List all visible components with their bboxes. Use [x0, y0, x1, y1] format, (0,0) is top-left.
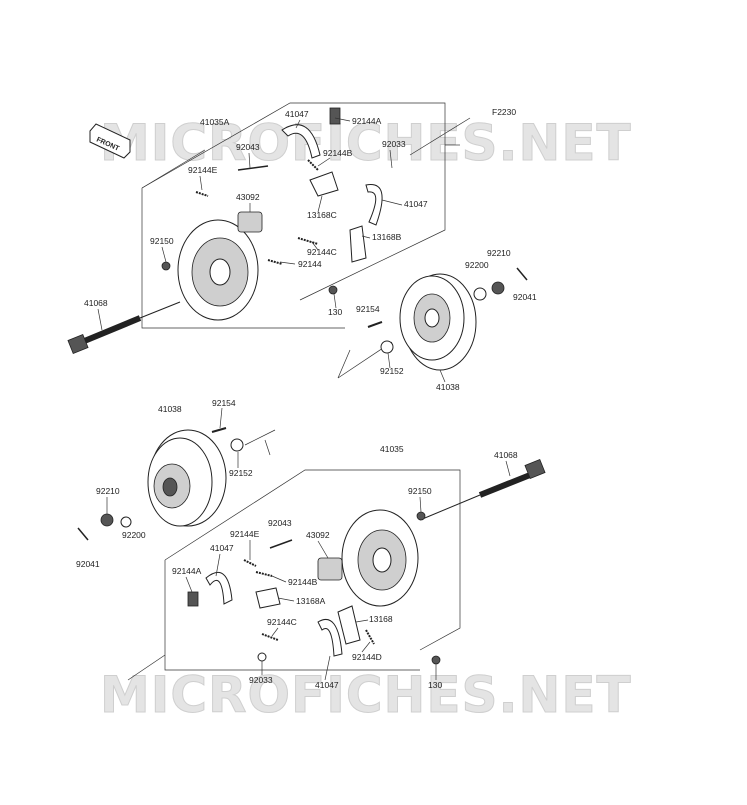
callout: 92150 [150, 236, 174, 246]
brake-lever [309, 171, 339, 197]
bolt [187, 591, 199, 607]
callout: 92144A [172, 566, 202, 576]
pin [269, 539, 293, 549]
axle-shaft [67, 301, 181, 355]
spring [243, 559, 257, 567]
callout: 92144 [298, 259, 322, 269]
callout: 92144D [352, 652, 382, 662]
callout: 41038 [436, 382, 460, 392]
callout: 92041 [513, 292, 537, 302]
bolt [211, 427, 227, 433]
axle-shaft [419, 458, 546, 521]
callout: 130 [428, 680, 442, 690]
pin [237, 165, 269, 171]
wheel-cylinder [317, 557, 343, 581]
figure-code: F2230 [492, 107, 516, 117]
bolt [416, 511, 426, 521]
callout: 41047 [285, 109, 309, 119]
brake-shoe [205, 572, 233, 605]
callout: 92033 [382, 139, 406, 149]
bolt [161, 261, 171, 271]
bolt [367, 321, 383, 328]
callout: 92144C [267, 617, 297, 627]
callout: 43092 [306, 530, 330, 540]
callout: 41035A [200, 117, 230, 127]
callout: 41035 [380, 444, 404, 454]
backing-plate [177, 219, 259, 321]
brake-lever [349, 225, 367, 263]
brake-lever [337, 605, 361, 645]
brake-shoe [365, 184, 383, 226]
callout: 92033 [249, 675, 273, 685]
callout: 92144E [230, 529, 260, 539]
callout: 41047 [404, 199, 428, 209]
callout: 13168B [372, 232, 402, 242]
cotter-pin [516, 267, 528, 281]
callout: 92144E [188, 165, 218, 175]
brake-drum [147, 429, 276, 527]
callouts-upper: 41035A 41047 92144A 92043 92144E 92144B … [84, 109, 537, 392]
nut [100, 513, 114, 527]
callout: 41068 [84, 298, 108, 308]
callout: 92200 [122, 530, 146, 540]
backing-plate [341, 509, 419, 607]
callout: 92210 [96, 486, 120, 496]
callout: 41038 [158, 404, 182, 414]
callout: 43092 [236, 192, 260, 202]
callout: 130 [328, 307, 342, 317]
callout: 92210 [487, 248, 511, 258]
callout: 92041 [76, 559, 100, 569]
callout: 92154 [212, 398, 236, 408]
spring [307, 159, 319, 171]
callouts-lower: 41038 92154 92152 41035 41068 92210 9220… [76, 398, 518, 690]
seal [380, 340, 394, 354]
upper-assembly [67, 102, 528, 379]
callout: 92144A [352, 116, 382, 126]
lower-assembly [77, 427, 546, 681]
bolt [329, 107, 341, 125]
bolt [328, 285, 338, 295]
spring [297, 237, 319, 245]
nut [491, 281, 505, 295]
callout: 13168A [296, 596, 326, 606]
watermark-bottom: MICROFICHES.NET [100, 666, 632, 724]
callout: 92154 [356, 304, 380, 314]
callout: 92043 [236, 142, 260, 152]
callout: 13168C [307, 210, 337, 220]
callout: 92144B [323, 148, 353, 158]
callout: 92150 [408, 486, 432, 496]
callout: 92152 [380, 366, 404, 376]
callout: 92144B [288, 577, 318, 587]
brake-lever [255, 587, 281, 609]
spring [365, 629, 375, 645]
callout: 13168 [369, 614, 393, 624]
callout: 41068 [494, 450, 518, 460]
spring [195, 191, 209, 197]
watermark-top: MICROFICHES.NET [100, 114, 632, 172]
callout: 92152 [229, 468, 253, 478]
cotter-pin [77, 527, 89, 541]
washer [473, 287, 487, 301]
brake-shoe [317, 619, 343, 657]
callout: 92144C [307, 247, 337, 257]
spring [255, 571, 273, 577]
spring [261, 633, 279, 641]
callout: 92043 [268, 518, 292, 528]
bolt [431, 655, 441, 665]
brake-drum [337, 273, 477, 379]
seal [230, 438, 244, 452]
callout: 41047 [210, 543, 234, 553]
spring [267, 259, 283, 265]
callout: 41047 [315, 680, 339, 690]
clip [257, 652, 267, 662]
callout: 92200 [465, 260, 489, 270]
washer [120, 516, 132, 528]
leader-lines [97, 117, 511, 681]
wheel-cylinder [237, 211, 263, 233]
